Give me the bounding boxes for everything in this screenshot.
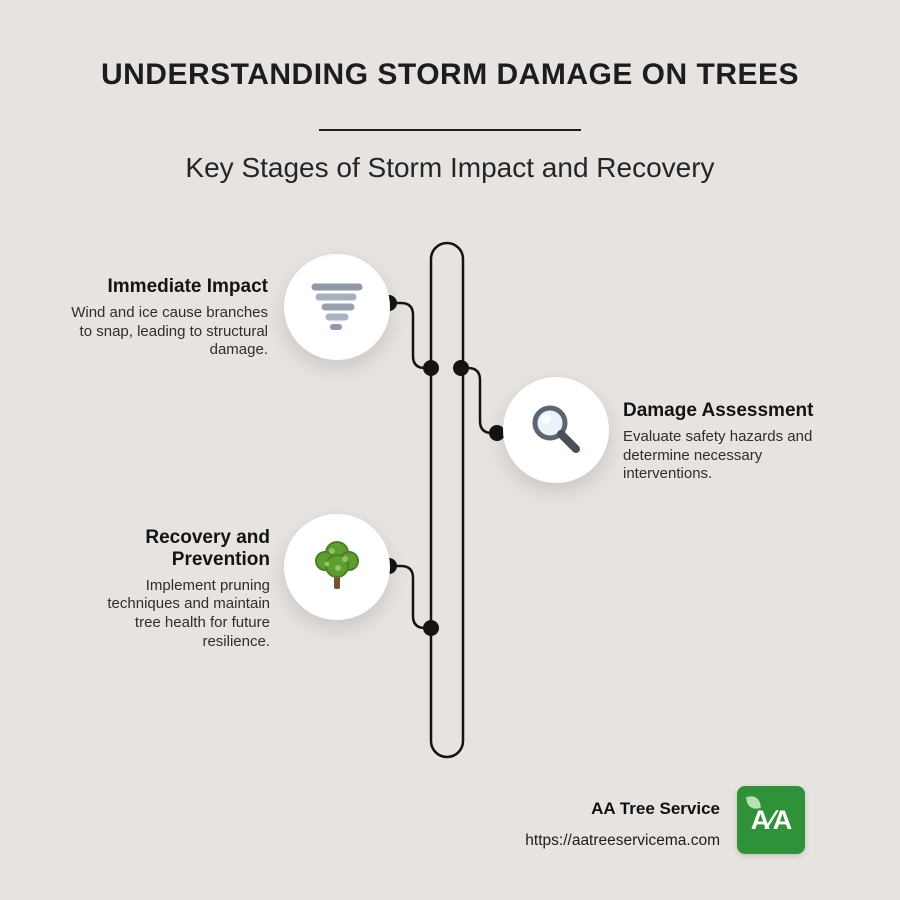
page-subtitle: Key Stages of Storm Impact and Recovery [185,152,715,183]
footer-company: AA Tree Service [591,799,720,818]
stage-2-body: Evaluate safety hazards and determine ne… [623,427,813,483]
stage-1-text: Immediate Impact Wind and ice cause bran… [56,276,268,360]
magnifier-icon [532,405,580,453]
stage-3-body: Implement pruning techniques and maintai… [107,576,270,650]
connector-stage-2 [461,366,497,435]
stage-2-text: Damage Assessment Evaluate safety hazard… [623,400,838,484]
footer-text: AA Tree Service https://aatreeservicema.… [525,799,720,850]
dot-stage-2-timeline [453,360,469,376]
footer-url: https://aatreeservicema.com [525,832,720,849]
stage-1-heading: Immediate Impact [107,276,269,297]
stage-2-icon-circle [503,377,609,483]
company-logo: A∕A [737,786,805,854]
connector-stage-1 [389,301,431,370]
title-divider [319,129,581,131]
dot-stage-3-timeline [423,620,439,636]
tornado-icon [311,283,363,330]
timeline-capsule [429,241,465,759]
logo-text: A∕A [750,804,793,835]
dot-stage-1-timeline [423,360,439,376]
connector-stage-3 [389,564,431,630]
stage-1-body: Wind and ice cause branches to snap, lea… [71,303,268,359]
stage-3-heading: Recovery and Prevention [145,527,270,570]
stage-3-text: Recovery and Prevention Implement prunin… [78,527,270,652]
stage-2-heading: Damage Assessment [623,400,814,421]
tree-icon [315,541,359,589]
page-title: UNDERSTANDING STORM DAMAGE ON TREES [100,58,800,91]
stage-3-icon-circle [284,514,390,620]
stage-1-icon-circle [284,254,390,360]
dot-stage-2-circle [489,425,505,441]
